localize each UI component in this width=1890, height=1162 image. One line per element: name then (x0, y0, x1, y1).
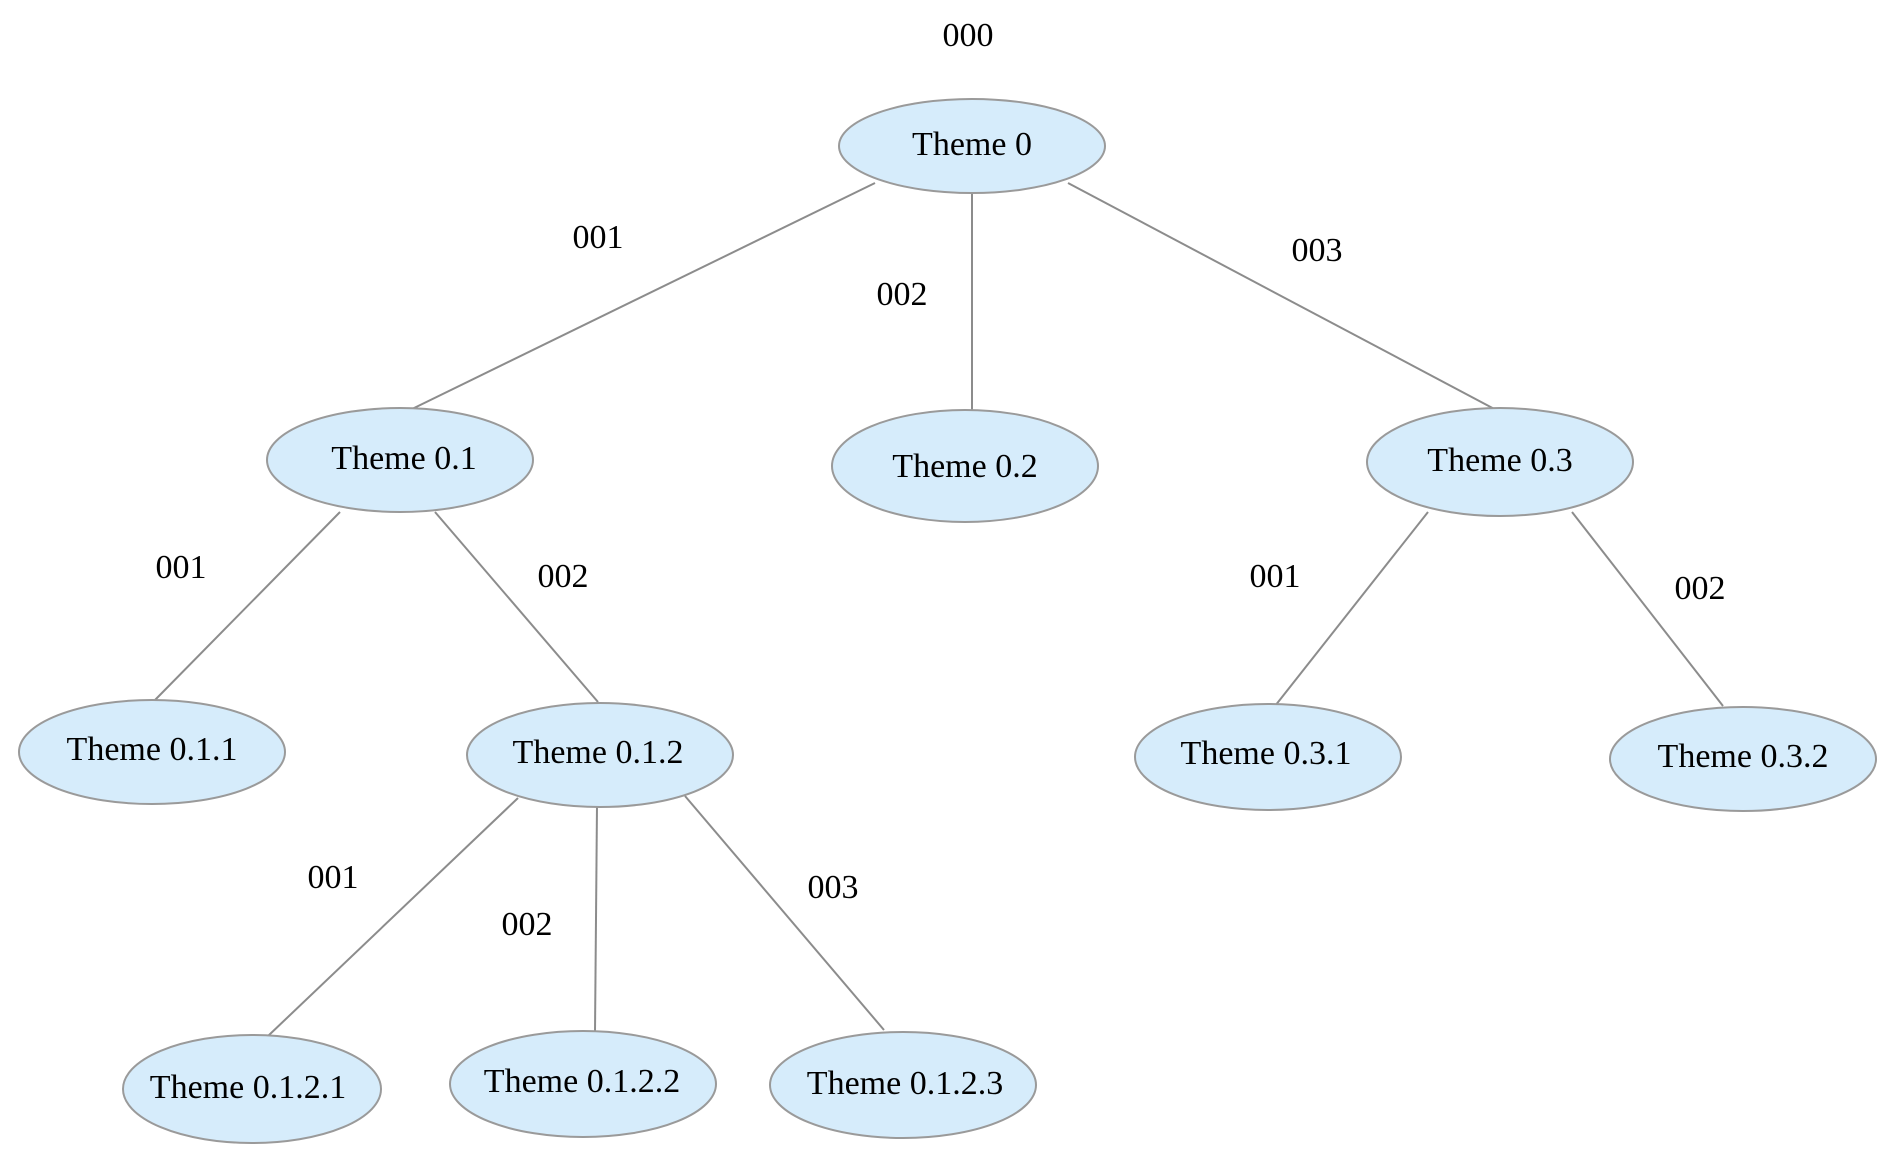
node-label: Theme 0.1.2.1 (150, 1069, 346, 1106)
node-label: Theme 0.1 (331, 440, 476, 477)
edge-t01-t011 (154, 511, 341, 701)
node-ellipse (769, 1031, 1037, 1139)
node-theme-0-3-2: Theme 0.3.2 (1609, 706, 1877, 812)
edge-t0-t03 (1067, 182, 1501, 413)
node-label: Theme 0.1.2.2 (484, 1063, 680, 1100)
node-theme-0: Theme 0 (838, 98, 1106, 194)
edge-t012-t0123 (684, 795, 885, 1031)
node-ellipse (18, 699, 286, 805)
node-label: Theme 0.3 (1427, 442, 1572, 479)
edge-label-t03-t031: 001 (1250, 558, 1301, 595)
node-theme-0-3: Theme 0.3 (1366, 407, 1634, 517)
node-label: Theme 0.1.2.3 (807, 1065, 1003, 1102)
edge-t03-t032 (1571, 511, 1724, 707)
node-theme-0-1-2-2: Theme 0.1.2.2 (449, 1030, 717, 1138)
edge-t012-t0121 (267, 797, 519, 1037)
node-theme-0-1-2-1: Theme 0.1.2.1 (122, 1034, 382, 1144)
node-ellipse (831, 409, 1099, 523)
node-ellipse (466, 702, 734, 808)
edge-label-t0-t02: 002 (877, 276, 928, 313)
edge-label-t01-t012: 002 (538, 558, 589, 595)
node-ellipse (266, 407, 534, 513)
edge-label-t0-t01: 001 (573, 219, 624, 256)
root-code-label: 000 (943, 17, 994, 54)
node-ellipse (838, 98, 1106, 194)
node-theme-0-1-1: Theme 0.1.1 (18, 699, 286, 805)
edges (154, 182, 1724, 1037)
node-ellipse (1609, 706, 1877, 812)
edge-t03-t031 (1274, 511, 1429, 707)
edge-t01-t012 (434, 511, 599, 703)
node-theme-0-3-1: Theme 0.3.1 (1134, 703, 1402, 811)
node-label: Theme 0.3.2 (1658, 738, 1829, 775)
edge-t0-t01 (409, 182, 876, 411)
edge-label-t03-t032: 002 (1675, 570, 1726, 607)
node-theme-0-2: Theme 0.2 (831, 409, 1099, 523)
node-theme-0-1-2: Theme 0.1.2 (466, 702, 734, 808)
node-label: Theme 0.2 (892, 448, 1037, 485)
node-label: Theme 0.1.2 (513, 734, 684, 771)
edge-label-t012-t0123: 003 (808, 869, 859, 906)
node-ellipse (122, 1034, 382, 1144)
edge-labels: 001 002 003 001 002 001 002 001 002 003 (156, 219, 1726, 943)
node-ellipse (449, 1030, 717, 1138)
edge-t012-t0122 (594, 804, 598, 1033)
node-ellipse (1366, 407, 1634, 517)
node-label: Theme 0.3.1 (1181, 735, 1352, 772)
node-label: Theme 0.1.1 (67, 731, 238, 768)
edge-label-t01-t011: 001 (156, 549, 207, 586)
node-ellipse (1134, 703, 1402, 811)
edge-label-t012-t0122: 002 (502, 906, 553, 943)
node-label: Theme 0 (912, 126, 1032, 163)
node-theme-0-1-2-3: Theme 0.1.2.3 (769, 1031, 1037, 1139)
edge-label-t012-t0121: 001 (308, 859, 359, 896)
node-theme-0-1: Theme 0.1 (266, 407, 534, 513)
edge-label-t0-t03: 003 (1292, 232, 1343, 269)
